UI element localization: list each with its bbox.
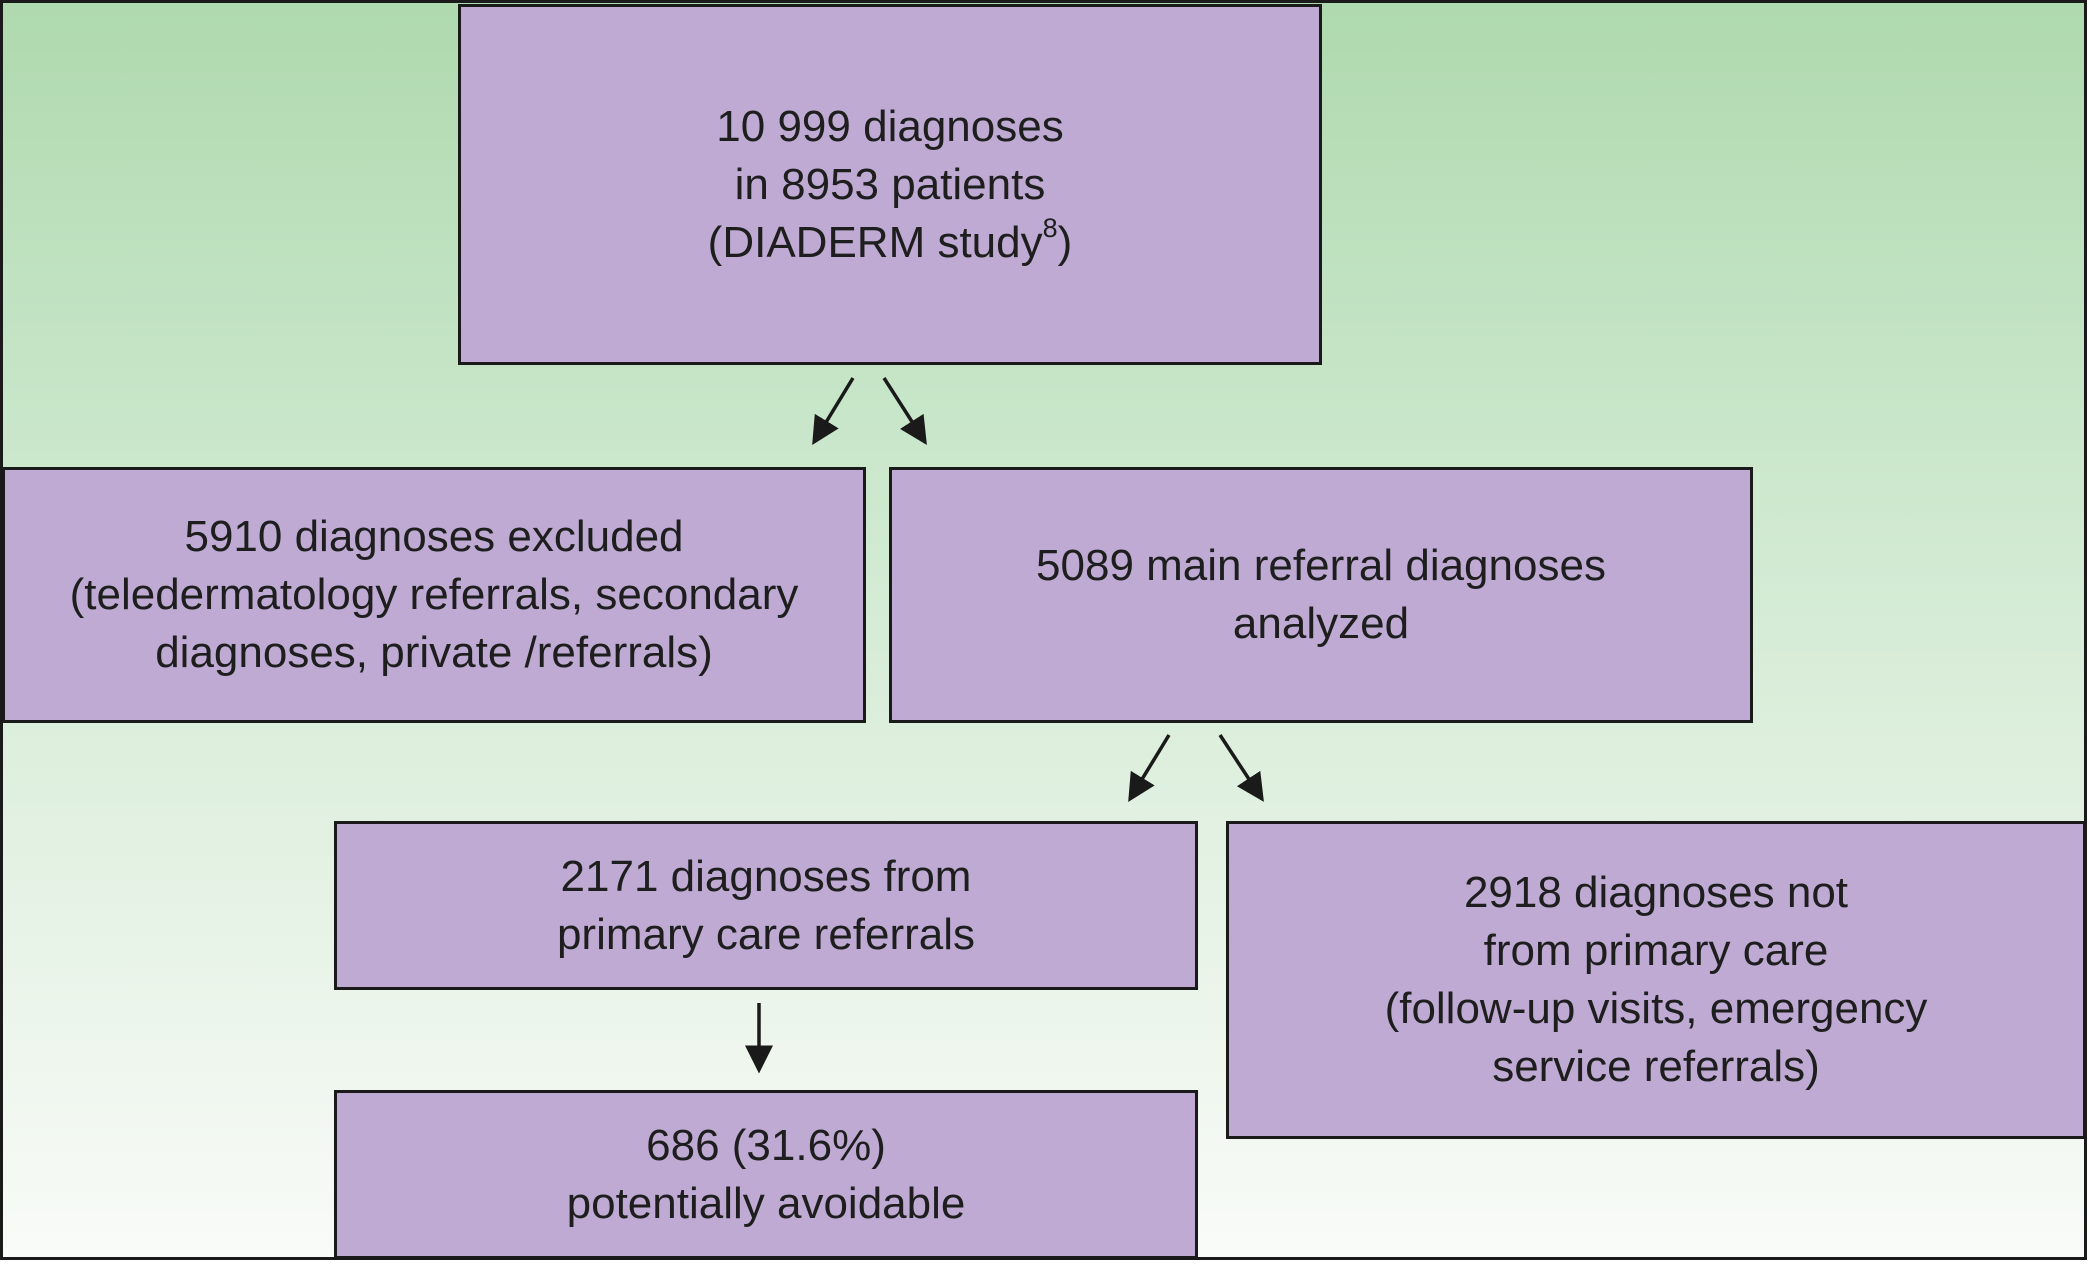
analyzed-label: analyzed [1232,599,1410,648]
primary-care-label: primary care referrals [556,909,976,959]
not-primary-care-box: 2918 diagnoses not from primary care (fo… [1226,821,2086,1139]
total-diagnoses-box: 10 999 diagnoses in 8953 patients (DIADE… [458,4,1322,365]
study-close-paren: ) [1057,217,1073,267]
citation-superscript: 8 [1042,212,1058,243]
total-diagnoses-count: 10 999 diagnoses [716,101,1064,151]
excluded-count: 5910 diagnoses excluded [184,512,684,561]
not-primary-care-reasons-line-2: service referrals) [1492,1042,1820,1091]
avoidable-count: 686 (31.6%) [646,1120,886,1170]
patients-count: in 8953 patients [734,159,1046,209]
primary-care-box: 2171 diagnoses from primary care referra… [334,821,1198,990]
excluded-diagnoses-box: 5910 diagnoses excluded (teledermatology… [2,467,866,723]
not-primary-care-count: 2918 diagnoses not [1463,868,1849,917]
analyzed-diagnoses-box: 5089 main referral diagnoses analyzed [889,467,1753,723]
study-source: (DIADERM study8) [708,214,1073,272]
primary-care-count: 2171 diagnoses from [560,851,972,901]
avoidable-label: potentially avoidable [566,1178,966,1228]
analyzed-count: 5089 main referral diagnoses [1036,541,1606,590]
excluded-reasons-line-2: diagnoses, private /referrals) [155,628,713,677]
study-name: (DIADERM study [707,217,1043,267]
not-primary-care-label: from primary care [1483,926,1829,975]
avoidable-box: 686 (31.6%) potentially avoidable [334,1090,1198,1259]
not-primary-care-reasons-line-1: (follow-up visits, emergency [1384,984,1928,1033]
excluded-reasons-line-1: (teledermatology referrals, secondary [69,570,799,619]
